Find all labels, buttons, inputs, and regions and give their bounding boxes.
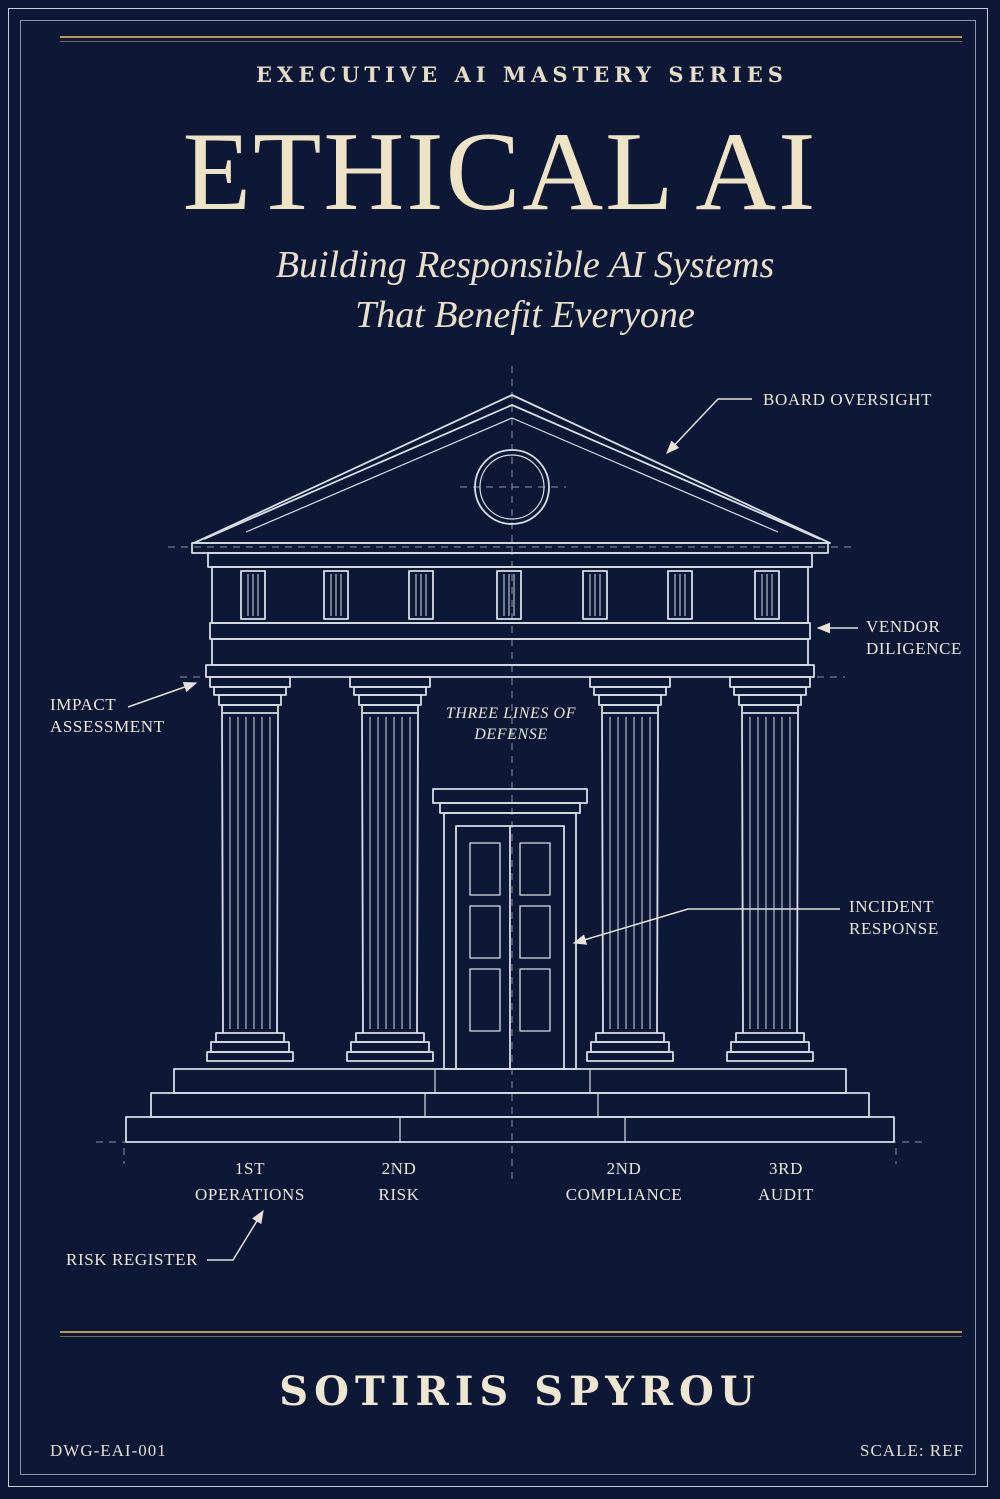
- risk-register-label: RISK REGISTER: [66, 1250, 198, 1269]
- pillar-4-line-1: 3RD: [769, 1159, 803, 1178]
- impact-assessment-label-1: IMPACT: [50, 695, 116, 714]
- impact-assessment-label-2: ASSESSMENT: [50, 717, 165, 736]
- pillar-2-line-2: RISK: [378, 1185, 419, 1204]
- vendor-diligence-label-1: VENDOR: [866, 617, 940, 636]
- outer-border: [8, 8, 988, 1487]
- pillar-3-line-1: 2ND: [607, 1159, 642, 1178]
- three-lines-label-2: DEFENSE: [473, 726, 548, 743]
- pillar-4-line-2: AUDIT: [758, 1185, 814, 1204]
- incident-response-label-2: RESPONSE: [849, 919, 939, 938]
- series-name: EXECUTIVE AI MASTERY SERIES: [256, 62, 788, 87]
- bottom-gold-rule: [60, 1331, 962, 1337]
- three-lines-label-1: THREE LINES OF: [446, 705, 576, 722]
- board-oversight-label: BOARD OVERSIGHT: [763, 390, 932, 409]
- author-name: SOTIRIS SPYROU: [279, 1368, 761, 1415]
- leader-lines: [127, 398, 858, 1261]
- scale-note: SCALE: REF: [860, 1441, 964, 1460]
- inner-border: [20, 20, 976, 1475]
- pillar-1-line-1: 1ST: [235, 1159, 265, 1178]
- top-gold-rule: [60, 36, 962, 42]
- pillar-3-line-2: COMPLIANCE: [566, 1185, 683, 1204]
- subtitle-line-1: Building Responsible AI Systems: [275, 244, 775, 286]
- drawing-number: DWG-EAI-001: [50, 1441, 167, 1460]
- incident-response-label-1: INCIDENT: [849, 897, 934, 916]
- temple: [125, 394, 895, 1143]
- vendor-diligence-label-2: DILIGENCE: [866, 639, 962, 658]
- pillar-2-line-1: 2ND: [382, 1159, 417, 1178]
- subtitle-line-2: That Benefit Everyone: [355, 294, 695, 336]
- book-title: ETHICAL AI: [182, 110, 818, 234]
- pillar-1-line-2: OPERATIONS: [195, 1185, 305, 1204]
